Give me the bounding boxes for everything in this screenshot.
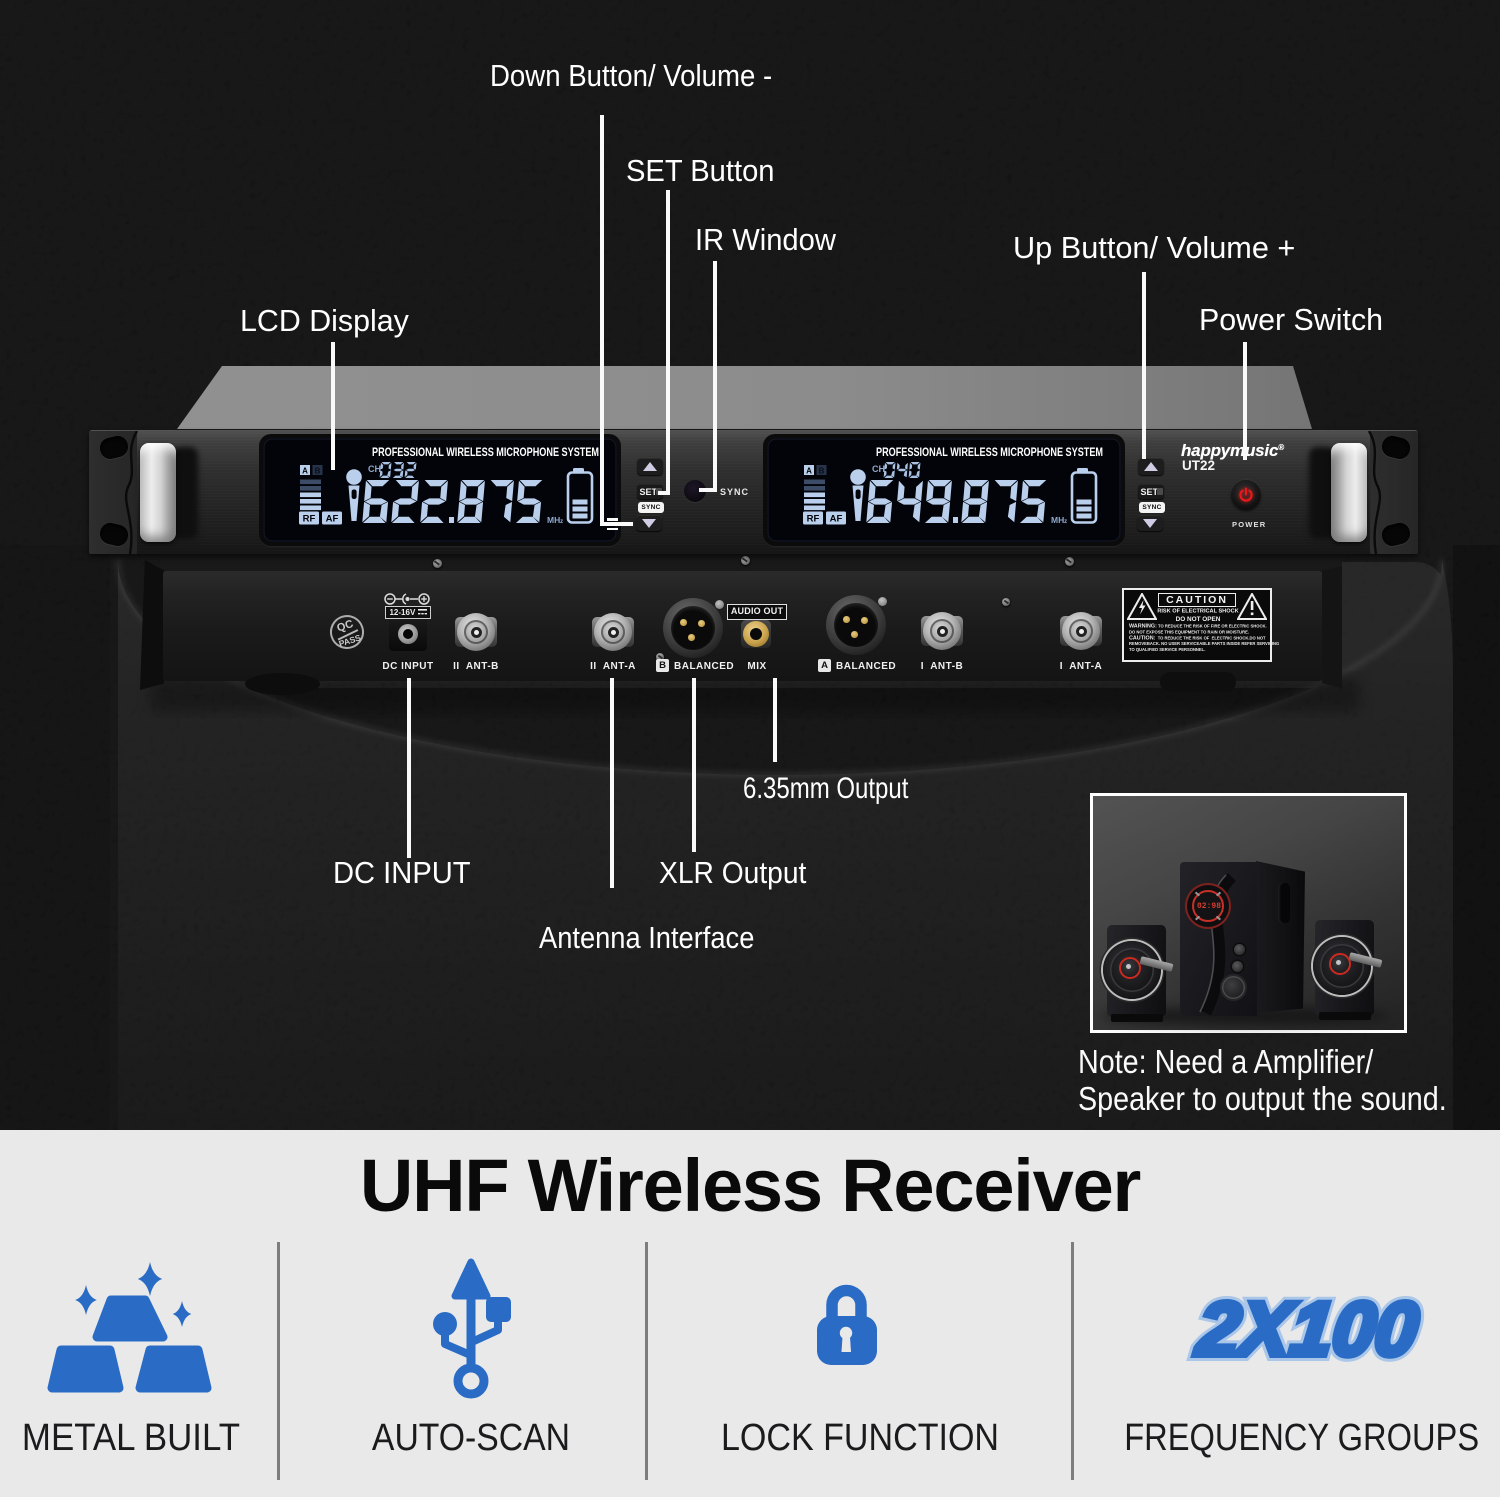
svg-text:RF: RF — [807, 514, 820, 525]
svg-text:MH: MH — [547, 515, 560, 525]
svg-text:MH: MH — [1051, 515, 1064, 525]
svg-text:CH: CH — [872, 464, 885, 474]
svg-text:2X100: 2X100 — [1191, 1287, 1422, 1372]
svg-text:AF: AF — [830, 514, 843, 525]
svg-text:z: z — [1064, 518, 1068, 525]
svg-text:B: B — [315, 467, 321, 476]
svg-text:AF: AF — [326, 514, 339, 525]
svg-text:PROFESSIONAL WIRELESS MICROPHO: PROFESSIONAL WIRELESS MICROPHONE SYSTEM — [372, 447, 599, 459]
svg-text:RF: RF — [303, 514, 316, 525]
svg-text:A: A — [302, 467, 308, 476]
svg-text:2X100: 2X100 — [1191, 1287, 1422, 1372]
svg-text:PROFESSIONAL WIRELESS MICROPHO: PROFESSIONAL WIRELESS MICROPHONE SYSTEM — [876, 447, 1103, 459]
svg-text:z: z — [560, 518, 564, 525]
svg-text:CH: CH — [368, 464, 381, 474]
svg-text:B: B — [819, 467, 825, 476]
svg-text:A: A — [806, 467, 812, 476]
